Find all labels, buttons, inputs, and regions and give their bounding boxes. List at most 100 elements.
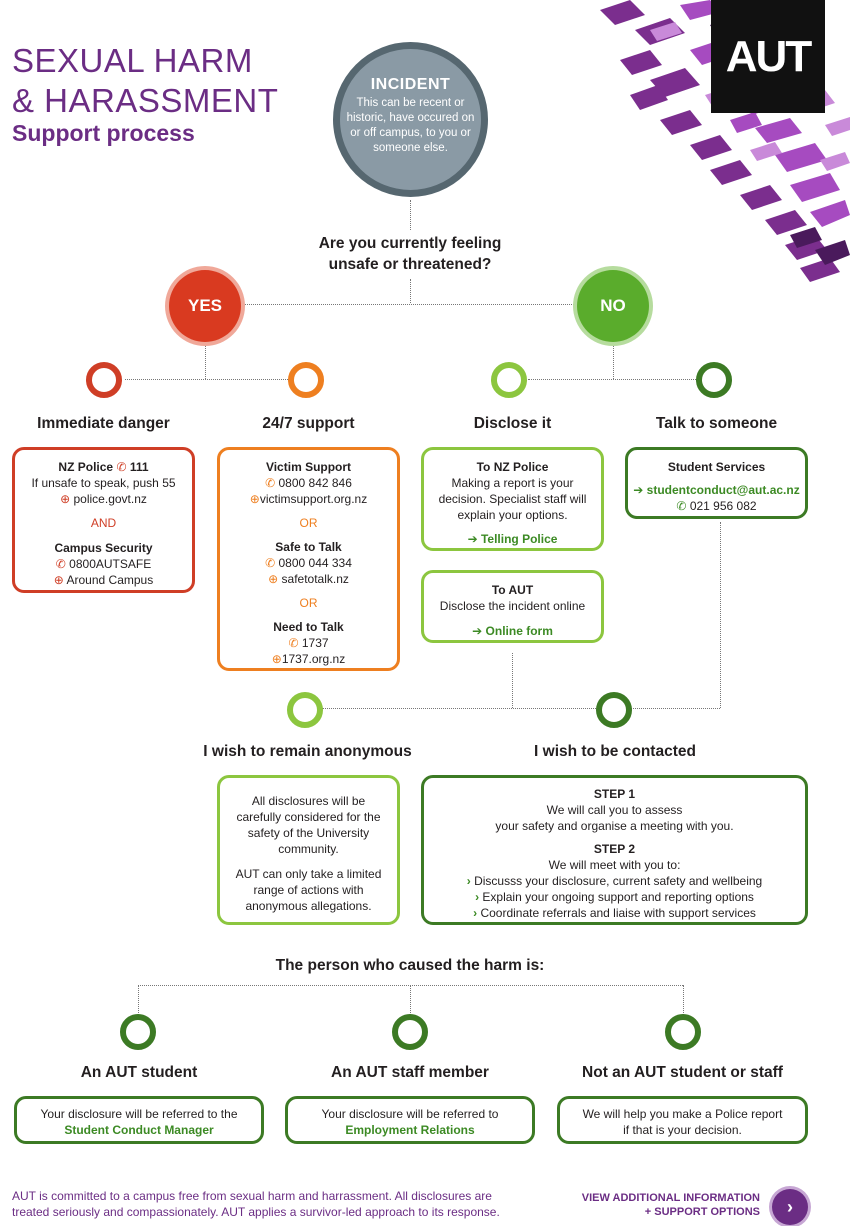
need-phone[interactable]: 1737	[301, 636, 329, 650]
heading-aut-student: An AUT student	[80, 1064, 198, 1081]
additional-info-link[interactable]: VIEW ADDITIONAL INFORMATION + SUPPORT OP…	[560, 1191, 760, 1219]
police-web[interactable]: police.govt.nz	[73, 492, 147, 506]
no-circle: NO	[577, 270, 649, 342]
step2-bullet: › Discusss your disclosure, current safe…	[424, 873, 805, 889]
heading-talk: Talk to someone	[655, 415, 778, 432]
student-services-email[interactable]: studentconduct@aut.ac.nz	[646, 483, 800, 497]
safe-to-talk-label: Safe to Talk	[275, 540, 342, 554]
incident-text: This can be recent or historic, have occ…	[346, 97, 475, 154]
aut-staff-box: Your disclosure will be referred to Empl…	[285, 1096, 535, 1144]
page-subtitle: Support process	[12, 120, 195, 146]
heading-disclose: Disclose it	[473, 415, 552, 432]
question-unsafe: Are you currently feeling unsafe or thre…	[280, 233, 540, 275]
chevron-right-icon[interactable]: ›	[772, 1189, 808, 1225]
page-title-line1: SEXUAL HARM	[12, 42, 253, 79]
campus-location: Around Campus	[66, 573, 154, 587]
connector	[683, 985, 684, 1015]
aut-student-box: Your disclosure will be referred to the …	[14, 1096, 264, 1144]
police-number[interactable]: 111	[129, 460, 149, 474]
disclose-police-text: Making a report is your decision. Specia…	[438, 476, 587, 522]
need-web[interactable]: 1737.org.nz	[281, 652, 346, 666]
globe-icon: ⊕	[249, 492, 260, 506]
heading-contacted: I wish to be contacted	[534, 743, 696, 760]
connector	[205, 346, 206, 379]
connector	[245, 304, 580, 305]
aut-student-highlight: Student Conduct Manager	[64, 1123, 214, 1137]
student-services-label: Student Services	[667, 460, 766, 474]
connector	[613, 346, 614, 379]
aut-logo: AUT	[711, 0, 825, 113]
disclose-police-box: To NZ Police Making a report is your dec…	[421, 447, 604, 551]
yes-circle: YES	[169, 270, 241, 342]
connector	[410, 279, 411, 303]
arrow-circle-icon: ➔	[633, 483, 644, 497]
step1-title: STEP 1	[593, 787, 636, 801]
campus-phone[interactable]: 0800AUTSAFE	[69, 557, 152, 571]
ring-disclose	[491, 362, 527, 398]
victim-web[interactable]: victimsupport.org.nz	[259, 492, 368, 506]
additional-info-line1[interactable]: VIEW ADDITIONAL INFORMATION	[581, 1192, 760, 1204]
immediate-danger-box: NZ Police ✆ 111 If unsafe to speak, push…	[12, 447, 195, 593]
connector	[528, 379, 698, 380]
phone-icon: ✆	[676, 499, 687, 513]
ring-immediate-danger	[86, 362, 122, 398]
safe-web[interactable]: safetotalk.nz	[281, 572, 349, 586]
bullet-text: Discusss your disclosure, current safety…	[474, 874, 763, 888]
disclose-aut-text: Disclose the incident online	[439, 599, 586, 613]
step2-intro: We will meet with you to:	[548, 858, 681, 872]
ring-247-support	[288, 362, 324, 398]
not-aut-box: We will help you make a Police report if…	[557, 1096, 808, 1144]
police-note: If unsafe to speak, push 55	[31, 476, 176, 490]
or-label: OR	[299, 596, 318, 610]
aut-student-text: Your disclosure will be referred to the	[40, 1107, 238, 1121]
disclose-police-title: To NZ Police	[476, 460, 549, 474]
step2-bullet: › Explain your ongoing support and repor…	[424, 889, 805, 905]
globe-icon: ⊕	[60, 492, 71, 506]
ring-contacted	[596, 692, 632, 728]
contacted-box: STEP 1 We will call you to assess your s…	[421, 775, 808, 925]
chevron-right-icon: ›	[475, 890, 480, 904]
campus-security-label: Campus Security	[54, 541, 153, 555]
student-services-phone[interactable]: 021 956 082	[689, 499, 757, 513]
incident-heading: INCIDENT	[370, 76, 451, 93]
step2-title: STEP 2	[593, 842, 636, 856]
ring-anonymous	[287, 692, 323, 728]
or-label: OR	[299, 516, 318, 530]
aut-staff-highlight: Employment Relations	[345, 1123, 475, 1137]
ring-talk	[696, 362, 732, 398]
connector	[720, 522, 721, 708]
arrow-circle-icon: ➔	[472, 624, 483, 638]
bullet-text: Explain your ongoing support and reporti…	[482, 890, 754, 904]
globe-icon: ⊕	[53, 573, 64, 587]
aut-staff-text: Your disclosure will be referred to	[321, 1107, 499, 1121]
support-247-box: Victim Support ✆ 0800 842 846 ⊕victimsup…	[217, 447, 400, 671]
incident-circle: INCIDENT This can be recent or historic,…	[333, 42, 488, 197]
victim-support-label: Victim Support	[265, 460, 352, 474]
heading-anonymous: I wish to remain anonymous	[203, 743, 412, 760]
not-aut-text: We will help you make a Police report if…	[582, 1107, 783, 1137]
telling-police-link[interactable]: ➔ Telling Police	[424, 531, 601, 547]
chevron-right-icon: ›	[473, 906, 478, 920]
phone-icon: ✆	[288, 636, 299, 650]
footer-text: AUT is committed to a campus free from s…	[12, 1189, 500, 1219]
phone-icon: ✆	[265, 556, 276, 570]
heading-aut-staff: An AUT staff member	[331, 1064, 489, 1081]
disclose-aut-title: To AUT	[491, 583, 534, 597]
ring-aut-staff	[392, 1014, 428, 1050]
telling-police-label[interactable]: Telling Police	[480, 532, 558, 546]
safe-phone[interactable]: 0800 044 334	[278, 556, 352, 570]
anonymous-para1: All disclosures will be carefully consid…	[236, 794, 381, 856]
phone-icon: ✆	[265, 476, 276, 490]
and-label: AND	[90, 516, 117, 530]
victim-phone[interactable]: 0800 842 846	[278, 476, 352, 490]
online-form-link[interactable]: ➔ Online form	[424, 623, 601, 639]
online-form-label[interactable]: Online form	[485, 624, 553, 638]
phone-icon: ✆	[55, 557, 66, 571]
need-to-talk-label: Need to Talk	[273, 620, 344, 634]
additional-info-line2[interactable]: + SUPPORT OPTIONS	[644, 1206, 760, 1218]
step2-bullet: › Coordinate referrals and liaise with s…	[424, 905, 805, 921]
heading-247-support: 24/7 support	[262, 415, 355, 432]
anonymous-para2: AUT can only take a limited range of act…	[235, 867, 382, 913]
arrow-circle-icon: ➔	[467, 532, 478, 546]
phone-icon: ✆	[116, 460, 127, 474]
